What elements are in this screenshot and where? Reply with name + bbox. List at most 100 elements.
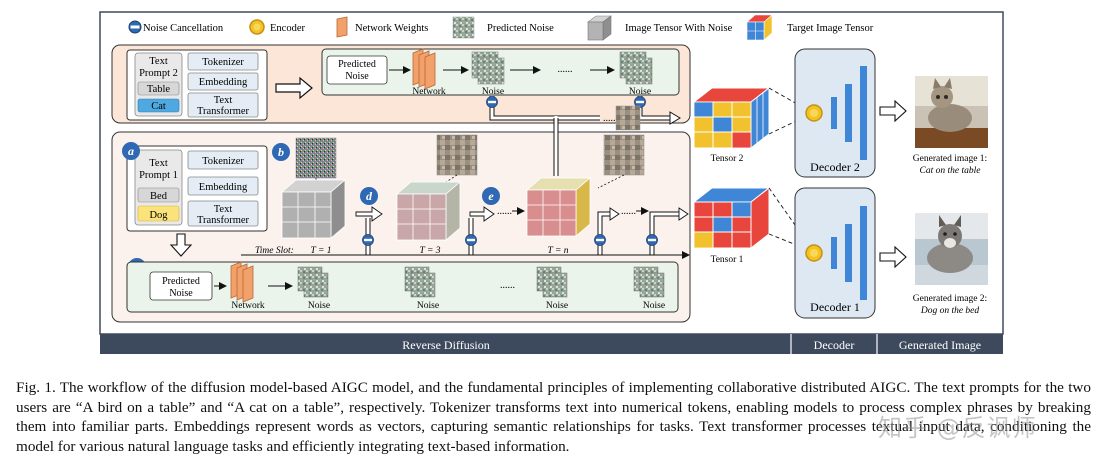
user2-noise-label-1: Noise xyxy=(482,87,504,97)
user2-blur-thumb xyxy=(615,105,641,131)
time-tn: T = n xyxy=(547,246,568,256)
legend-network-weights: Network Weights xyxy=(355,23,428,34)
footer-bar xyxy=(100,334,1003,354)
decoder-2-layer-3 xyxy=(860,66,867,160)
user2-noise-cancel-1 xyxy=(486,96,498,108)
user1-noise-label-4: Noise xyxy=(643,301,665,311)
legend: Noise Cancellation Encoder Network Weigh… xyxy=(128,14,874,41)
figure-caption: Fig. 1. The workflow of the diffusion mo… xyxy=(16,379,1091,455)
svg-text:b: b xyxy=(278,145,284,159)
tensor-2-label: Tensor 2 xyxy=(711,154,744,164)
svg-text:a: a xyxy=(128,144,134,158)
user1-noise-stack-1 xyxy=(297,266,329,298)
user2-predicted-noise-box xyxy=(326,55,388,85)
user1-embedding: Embedding xyxy=(199,182,248,193)
target-image-tensor-icon xyxy=(746,14,773,41)
legend-image-tensor-with-noise: Image Tensor With Noise xyxy=(625,23,733,34)
generated-cat-image xyxy=(915,76,988,148)
user1-word1: Bed xyxy=(150,191,168,202)
user2-word-table xyxy=(137,81,180,96)
user1-noise-cancel-3 xyxy=(594,234,606,246)
generated-image-2-caption: Dog on the bed xyxy=(920,306,980,316)
user1-network-label: Network xyxy=(231,301,264,311)
decoder-1-layer-1 xyxy=(831,237,837,269)
diffusion-workflow-diagram: Noise Cancellation Encoder Network Weigh… xyxy=(99,11,1004,354)
tensor-cube-t3 xyxy=(395,181,462,241)
user1-embedding-box xyxy=(187,176,259,196)
noisy-dog-image-2 xyxy=(603,134,645,176)
user2-noise-cancel-2 xyxy=(634,96,646,108)
user2-prompt-line2: Prompt 2 xyxy=(139,68,178,79)
time-t1: T = 1 xyxy=(310,246,331,256)
user2-big-arrow xyxy=(275,76,313,100)
user1-noise-label-3: Noise xyxy=(546,301,568,311)
generated-image-1-title: Generated image 1: xyxy=(913,154,987,164)
user1-noise-stack-3 xyxy=(536,266,568,298)
user2-embedding-box xyxy=(187,72,259,91)
user1-transformer-line2: Transformer xyxy=(197,215,250,226)
user2-prompt-line1: Text xyxy=(149,56,168,67)
predicted-noise-icon xyxy=(452,16,475,39)
user1-dots-bottom: ...... xyxy=(500,280,515,291)
generated-dog-image xyxy=(915,213,988,285)
user1-noise-cancel-1 xyxy=(362,234,374,246)
user1-network-icon xyxy=(230,261,254,303)
user2-noise-stack-1 xyxy=(471,51,505,85)
target-tensor-1-cube xyxy=(692,186,771,250)
time-slot-label: Time Slot: xyxy=(255,246,294,256)
user1-pn-line2: Noise xyxy=(169,288,193,299)
user1-prompt-line1: Text xyxy=(149,158,168,169)
decoder-1-layer-2 xyxy=(845,224,852,282)
user2-word-cat xyxy=(137,98,180,113)
user1-dots-top: ...... xyxy=(621,206,636,217)
time-t3: T = 3 xyxy=(419,246,440,256)
user1-word-dog xyxy=(137,205,180,222)
user1-predicted-noise-box xyxy=(149,271,213,301)
user2-word1: Table xyxy=(147,84,171,95)
legend-predicted-noise: Predicted Noise xyxy=(487,23,554,34)
user2-embedding: Embedding xyxy=(199,77,248,88)
badge-e: e xyxy=(482,187,500,205)
decoder-1-label: Decoder 1 xyxy=(810,300,860,314)
user2-transformer-box xyxy=(187,92,259,118)
user1-tokenizer-box xyxy=(187,150,259,170)
user1-noise-stack-4 xyxy=(633,266,665,298)
user2-noise-stack-2 xyxy=(619,51,653,85)
user2-network-label: Network xyxy=(412,87,445,97)
user1-noise-label-1: Noise xyxy=(308,301,330,311)
decoder-1-layer-3 xyxy=(860,206,867,300)
user1-prompt-line2: Prompt 1 xyxy=(139,170,178,181)
user2-word2: Cat xyxy=(151,101,166,112)
user1-transformer-box xyxy=(187,200,259,227)
user2-pn-line2: Noise xyxy=(345,71,369,82)
user1-transformer-line1: Text xyxy=(214,204,233,215)
badge-b: b xyxy=(272,143,290,161)
tensor-cube-tn xyxy=(525,177,592,237)
user1-noise-stack-2 xyxy=(404,266,436,298)
user1-pn-line1: Predicted xyxy=(162,276,200,287)
user1-word-bed xyxy=(137,187,180,203)
user2-tokenizer: Tokenizer xyxy=(202,57,244,68)
user2-pn-line1: Predicted xyxy=(338,59,376,70)
svg-text:d: d xyxy=(366,189,373,203)
user2-dots: ...... xyxy=(558,64,573,75)
tensor-1-label: Tensor 1 xyxy=(711,255,744,265)
noise-cancellation-icon xyxy=(128,20,142,34)
user2-dots-lower: ...... xyxy=(603,113,618,124)
badge-d: d xyxy=(360,187,378,205)
user2-transformer-line1: Text xyxy=(214,95,233,106)
user1-dots-mid: ...... xyxy=(497,206,512,217)
network-weights-icon xyxy=(336,16,348,38)
footer-reverse-diffusion: Reverse Diffusion xyxy=(402,338,489,352)
user1-noise-cancel-2 xyxy=(465,234,477,246)
encoder-icon xyxy=(249,19,265,35)
legend-target-image-tensor: Target Image Tensor xyxy=(787,23,874,34)
tensor-cube-t1 xyxy=(280,179,347,239)
user1-noise-cancel-4 xyxy=(646,234,658,246)
generated-image-1-caption: Cat on the table xyxy=(920,166,981,176)
image-tensor-noise-icon xyxy=(587,15,612,41)
user2-tokenizer-box xyxy=(187,52,259,71)
decoder-2-encoder-icon xyxy=(805,104,823,122)
user2-transformer-line2: Transformer xyxy=(197,106,250,117)
user2-network-icon xyxy=(412,48,436,90)
